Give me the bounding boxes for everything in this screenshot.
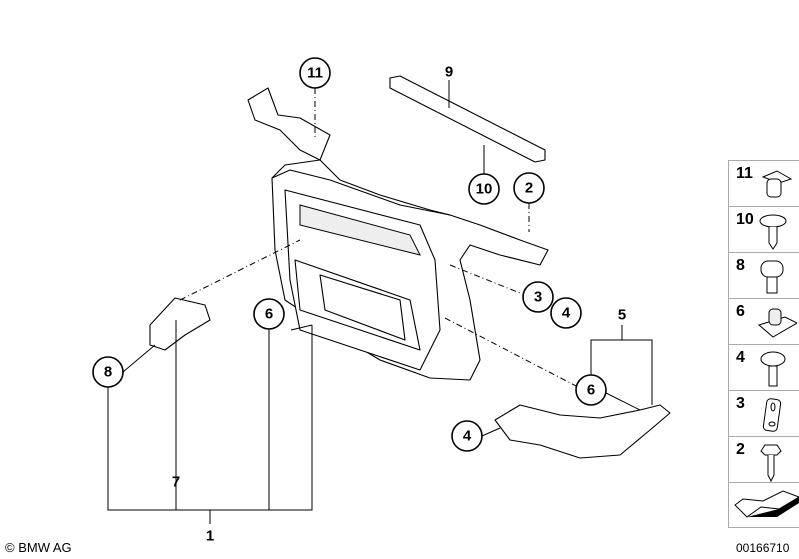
legend-item: 8: [728, 252, 799, 298]
hex-screw-icon: [760, 444, 782, 483]
legend-item: 10: [728, 206, 799, 252]
callout-7: 7: [172, 474, 180, 491]
svg-text:2: 2: [525, 180, 533, 197]
clip-nut-icon: [761, 170, 793, 198]
callout-9: 9: [445, 64, 453, 81]
legend-item: [728, 482, 799, 528]
svg-text:4: 4: [463, 428, 472, 445]
legend-number: 10: [736, 211, 754, 228]
dash-line: [179, 239, 301, 301]
callout-5: 5: [618, 307, 626, 324]
callout-6: 6: [575, 374, 607, 406]
self-tapping-screw-icon: [759, 214, 787, 250]
legend-number: 11: [736, 165, 753, 182]
svg-text:6: 6: [265, 306, 273, 323]
callout-3: 3: [522, 281, 554, 313]
torx-screw-icon: [760, 351, 786, 387]
callout-11: 11: [299, 57, 331, 89]
legend-number: 4: [736, 349, 745, 366]
legend-number: 6: [736, 303, 745, 320]
front-carrier-part: [247, 87, 549, 381]
svg-text:4: 4: [562, 305, 571, 322]
seal-strip-part: [389, 75, 546, 163]
callout-1: 1: [206, 528, 214, 545]
legend-number: 8: [736, 257, 745, 274]
legend-number: 2: [736, 441, 745, 458]
callout-8: 8: [92, 356, 124, 388]
svg-text:3: 3: [534, 289, 542, 306]
legend-item: 11: [728, 160, 799, 206]
legend-item: 6: [728, 298, 799, 344]
parts-legend: 11 10 8 6 4 3 2: [728, 160, 799, 528]
dash-line: [444, 317, 579, 388]
legend-number: 3: [736, 395, 745, 412]
svg-text:6: 6: [587, 382, 595, 399]
side-bracket-part: [494, 404, 671, 459]
callout-4: 4: [550, 297, 582, 329]
spring-nut-icon: [757, 308, 797, 338]
callout-2: 2: [513, 172, 545, 204]
copyright-text: © BMW AG: [5, 540, 72, 555]
dash-line: [449, 264, 526, 296]
diagram-id: 00166710: [736, 541, 790, 555]
legend-item: 2: [728, 436, 799, 483]
leader-lines: [107, 80, 653, 524]
callout-6: 6: [253, 298, 285, 330]
svg-text:11: 11: [307, 65, 323, 82]
callout-4: 4: [451, 420, 483, 452]
bracket-plate-icon: [762, 398, 782, 432]
callout-10: 10: [468, 173, 500, 205]
collar-screw-icon: [760, 260, 784, 294]
legend-item: 3: [728, 390, 799, 436]
svg-text:10: 10: [476, 181, 493, 198]
bracket-part: [149, 297, 211, 351]
svg-text:8: 8: [104, 364, 112, 381]
legend-item: 4: [728, 344, 799, 390]
direction-arrow-icon: [734, 490, 799, 518]
